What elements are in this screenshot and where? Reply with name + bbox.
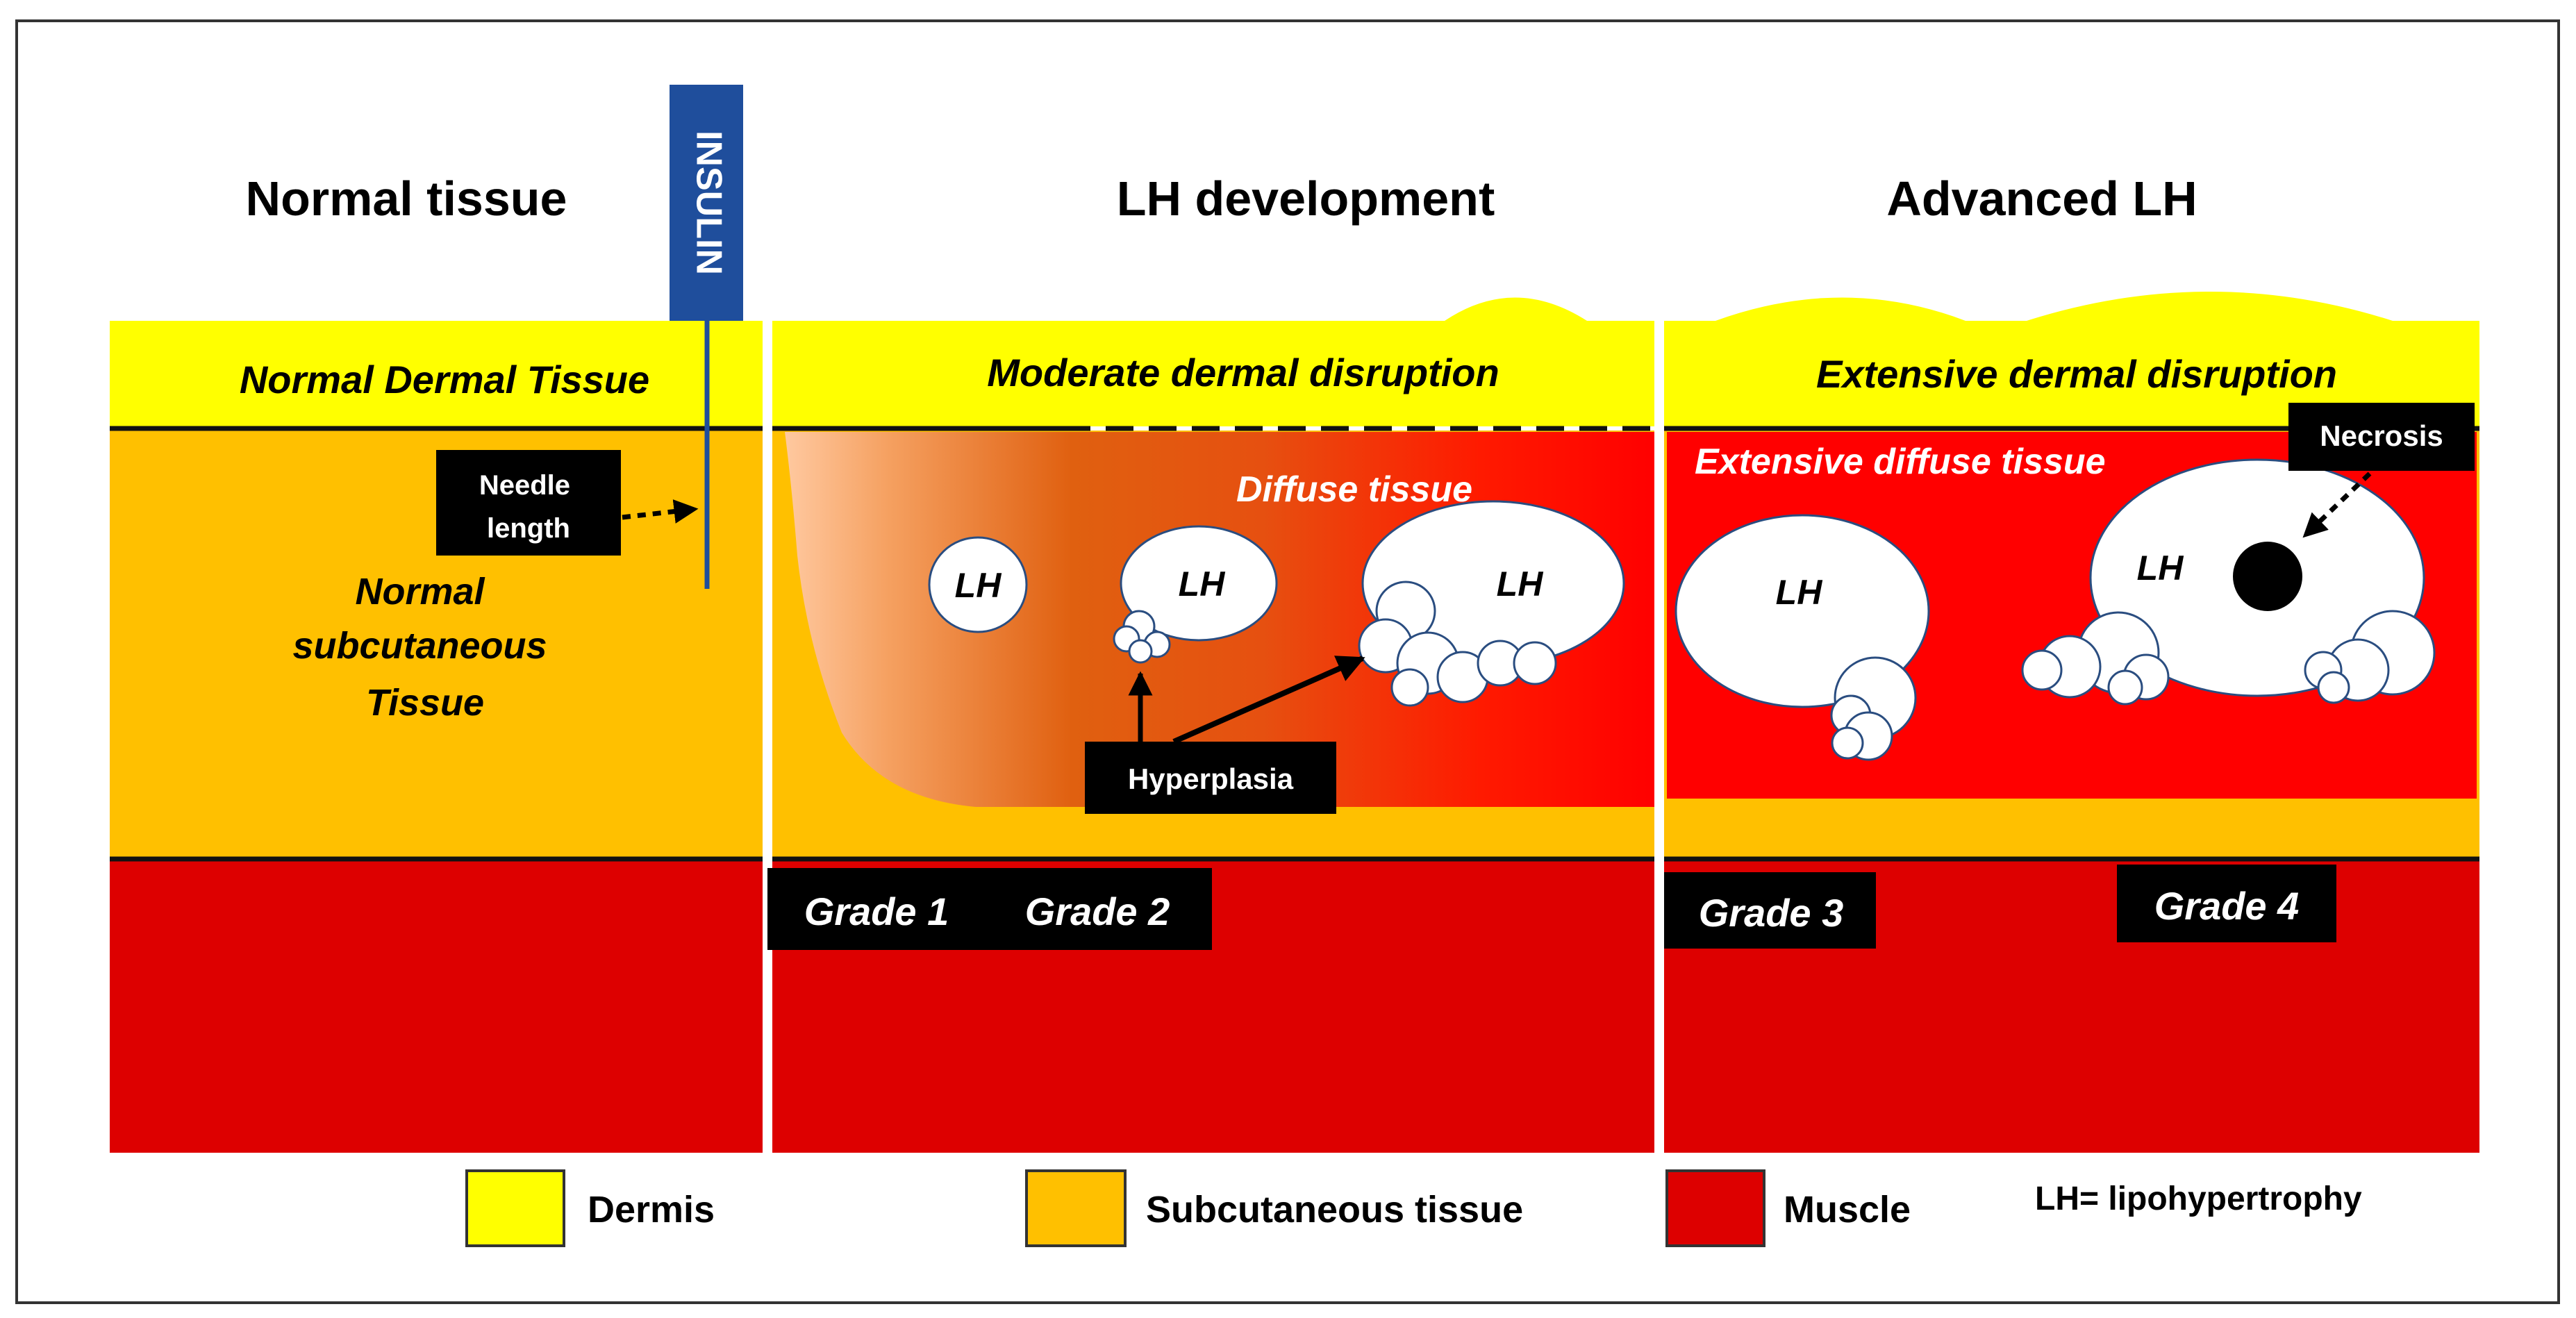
legend-label-dermis: Dermis <box>588 1189 715 1231</box>
dermis-label-normal: Normal Dermal Tissue <box>240 358 649 401</box>
dermis-bulge <box>1715 297 1966 321</box>
hyperplasia-nodule <box>1390 668 1429 707</box>
insulin-label: INSULIN <box>688 131 729 275</box>
lh-lesion-small <box>928 536 1028 633</box>
hyperplasia-box <box>1085 742 1336 814</box>
hyperplasia-nodule <box>1128 639 1153 664</box>
necrosis-core <box>2233 542 2302 611</box>
grade-label-4: Grade 4 <box>2154 884 2300 928</box>
dermis-label-advanced: Extensive dermal disruption <box>1816 352 2337 396</box>
panel-advanced-lh: Advanced LH Extensive dermal disruption … <box>1664 172 2479 1153</box>
hyperplasia-arrow-right <box>1172 656 1365 744</box>
lh-label: LH <box>1497 565 1544 603</box>
panel-title-normal: Normal tissue <box>246 172 567 226</box>
diffuse-label-development: Diffuse tissue <box>1236 469 1472 510</box>
legend-label-muscle: Muscle <box>1784 1189 1911 1231</box>
lh-lesion-medium <box>1120 525 1278 642</box>
legend-swatch-muscle <box>1665 1169 1765 1247</box>
hyperplasia-label: Hyperplasia <box>1128 762 1294 795</box>
dermis-bulge <box>1445 297 1587 321</box>
dermis-layer <box>110 321 763 426</box>
panel-title-development: LH development <box>1117 172 1495 226</box>
diffuse-label-advanced: Extensive diffuse tissue <box>1695 442 2106 482</box>
lh-label: LH <box>955 566 1002 605</box>
legend-label-subcutaneous: Subcutaneous tissue <box>1146 1189 1523 1231</box>
hyperplasia-nodule <box>1831 726 1864 760</box>
panel-normal-tissue: Normal tissue Normal Dermal Tissue Norma… <box>110 85 763 1153</box>
hyperplasia-nodule <box>2107 669 2143 706</box>
grade-label-3: Grade 3 <box>1699 891 1844 935</box>
muscle-layer <box>110 861 763 1153</box>
subcut-label-normal: Normal subcutaneous Tissue <box>292 571 557 724</box>
grade-box-4 <box>2117 865 2336 942</box>
lh-label: LH <box>1776 573 1823 612</box>
necrosis-box <box>2288 403 2475 471</box>
grade-box-3 <box>1664 872 1876 949</box>
insulin-pen-bar <box>670 85 743 321</box>
dermis-bulge <box>2027 292 2393 321</box>
lh-label: LH <box>2137 549 2184 587</box>
necrosis-label: Necrosis <box>2320 419 2443 452</box>
dermis-layer <box>772 321 1654 426</box>
needle-length-box <box>436 450 621 556</box>
dermis-label-development: Moderate dermal disruption <box>987 351 1499 394</box>
legend-abbreviation: LH= lipohypertrophy <box>2035 1181 2362 1217</box>
lh-label: LH <box>1179 565 1226 603</box>
panel-lh-development: LH development Moderate dermal disruptio… <box>767 172 1654 1153</box>
hyperplasia-nodule <box>1513 641 1557 685</box>
grade-label-2: Grade 2 <box>1025 890 1170 933</box>
hyperplasia-nodule <box>2021 649 2063 691</box>
grade-label-1: Grade 1 <box>804 890 949 933</box>
hyperplasia-nodule <box>2317 671 2350 704</box>
legend-swatch-subcutaneous <box>1025 1169 1127 1247</box>
needle-length-arrow <box>622 499 699 524</box>
legend: Dermis Subcutaneous tissue Muscle LH= li… <box>465 1169 2362 1247</box>
panel-title-advanced: Advanced LH <box>1886 172 2197 226</box>
legend-swatch-dermis <box>465 1169 565 1247</box>
grade-box <box>767 868 1212 950</box>
needle-length-label: Needle length <box>479 470 578 544</box>
